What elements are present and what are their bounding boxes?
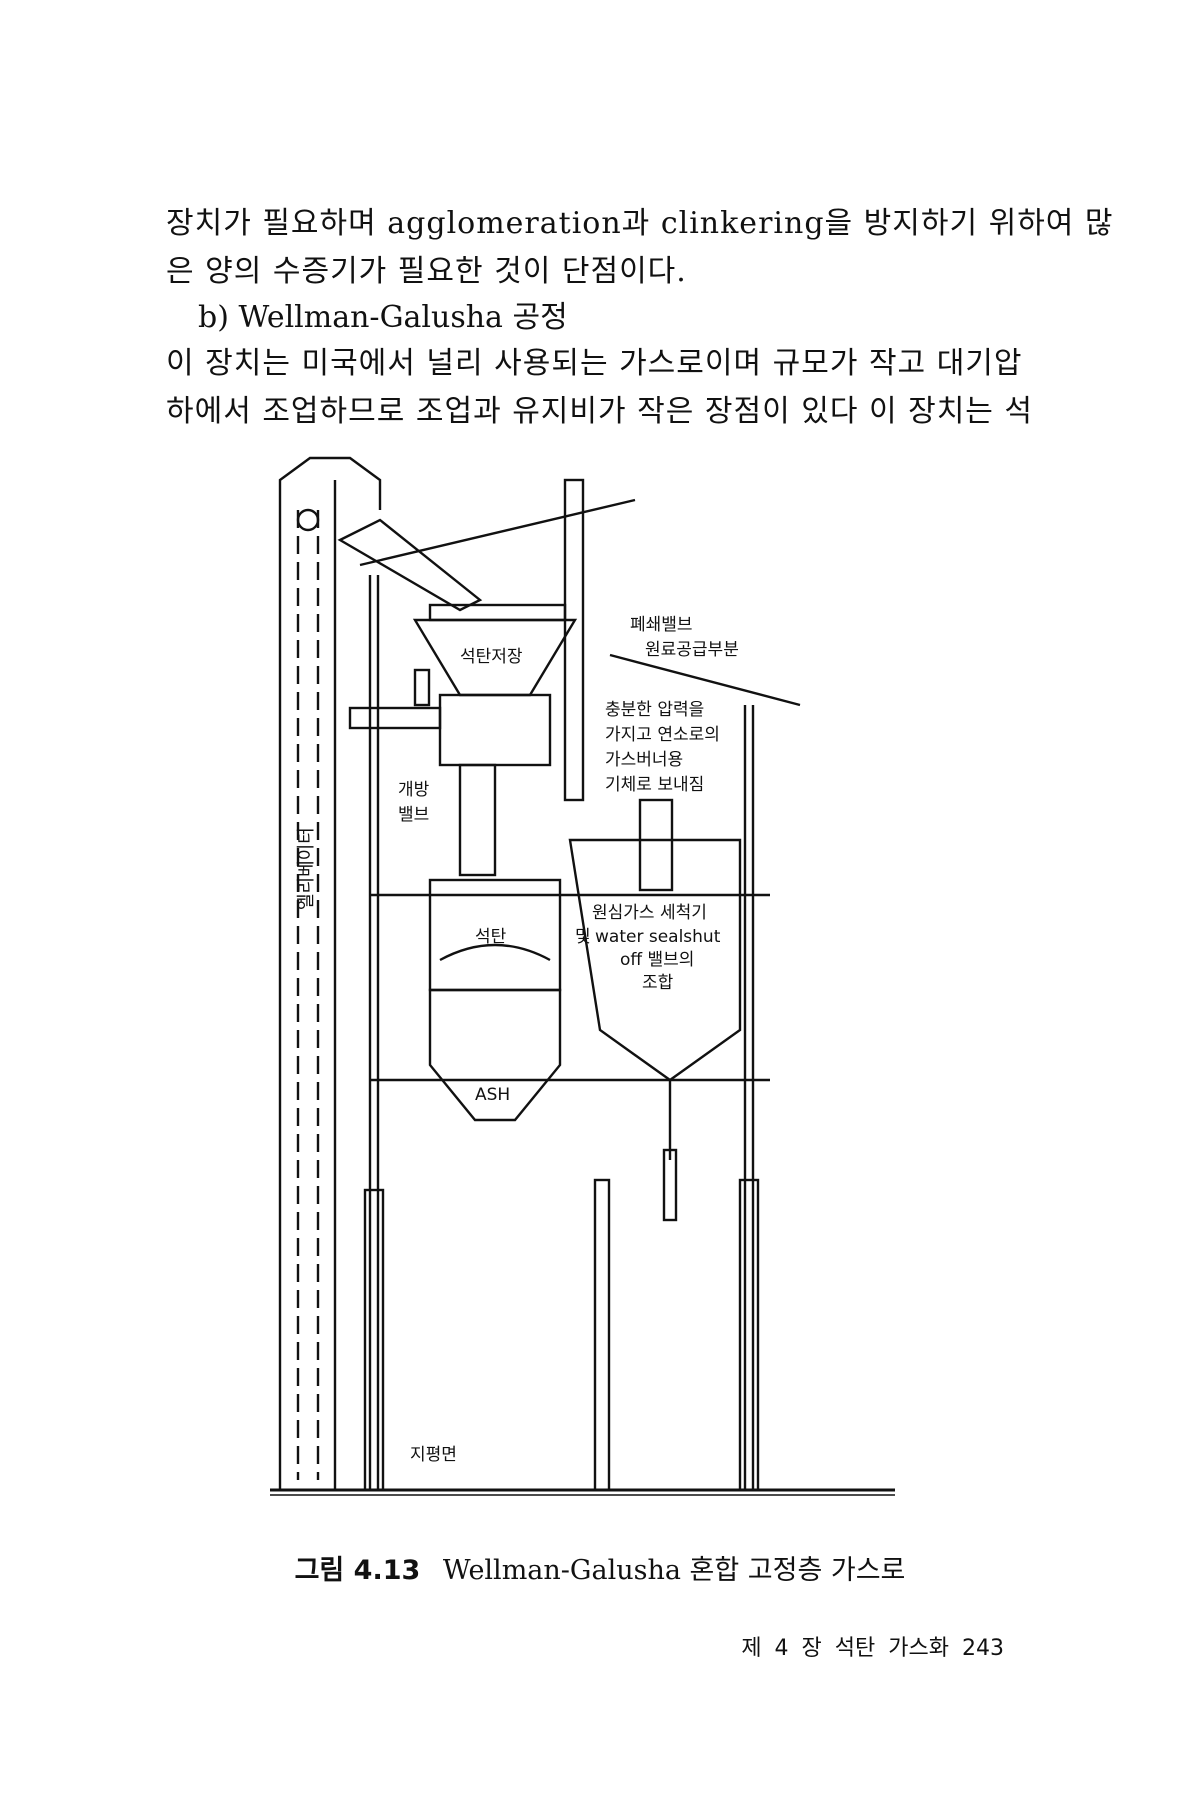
support-legs <box>363 1178 760 1492</box>
section-heading-b: b) Wellman-Galusha 공정 <box>198 300 568 335</box>
roof-line-right <box>609 653 801 707</box>
label-ash: ASH <box>475 1085 510 1105</box>
page-footer: 제 4 장 석탄 가스화 243 <box>741 1630 1004 1662</box>
label-note-2: 가지고 연소로의 <box>605 725 720 745</box>
bucket-elevator <box>278 456 382 1490</box>
label-coal-storage: 석탄저장 <box>460 647 523 667</box>
label-note-3: 가스버너용 <box>605 750 683 770</box>
label-coal: 석탄 <box>475 927 507 947</box>
vent-stack <box>563 478 585 802</box>
figure-title: Wellman-Galusha 혼합 고정층 가스로 <box>442 1555 906 1586</box>
label-ground: 지평면 <box>410 1445 457 1465</box>
paragraph-2: 이 장치는 미국에서 널리 사용되는 가스로이며 규모가 작고 대기압 하에서 … <box>166 340 1034 436</box>
label-note-4: 기체로 보내짐 <box>605 775 704 795</box>
paragraph-2-line-1: 이 장치는 미국에서 널리 사용되는 가스로이며 규모가 작고 대기압 <box>166 346 1023 381</box>
figure-caption: 그림 4.13 Wellman-Galusha 혼합 고정층 가스로 <box>0 1548 1200 1587</box>
figure-number: 그림 4.13 <box>294 1555 421 1586</box>
label-scrubber-1: 원심가스 세척기 <box>592 903 707 923</box>
footer-chapter: 제 4 장 <box>741 1636 822 1661</box>
paragraph-1: 장치가 필요하며 agglomeration과 clinkering을 방지하기… <box>166 200 1114 296</box>
label-closing-valve: 폐쇄밸브 <box>630 615 693 635</box>
counterweight <box>413 668 431 707</box>
label-scrubber-3: off 밸브의 <box>620 950 694 970</box>
label-scrubber-prefix: 및 <box>575 927 591 947</box>
paragraph-1-line-1: 장치가 필요하며 agglomeration과 clinkering을 방지하기… <box>166 206 1114 241</box>
gasifier-diagram: 석탄저장 폐쇄밸브 원료공급부분 충분한 압력을 가지고 연소로의 가스버너용 … <box>270 456 895 1496</box>
gas-scrubber <box>568 798 742 1222</box>
label-note-1: 충분한 압력을 <box>605 700 704 720</box>
label-feed-section: 원료공급부분 <box>645 640 739 660</box>
footer-section: 석탄 가스화 <box>834 1636 949 1661</box>
paragraph-1-line-2: 은 양의 수증기가 필요한 것이 단점이다. <box>166 254 687 289</box>
label-elevator: 엘리베이터 <box>296 827 317 910</box>
paragraph-2-line-2: 하에서 조업하므로 조업과 유지비가 작은 장점이 있다 이 장치는 석 <box>166 394 1034 429</box>
label-open-valve-1: 개방 <box>398 780 430 800</box>
page-number: 243 <box>962 1636 1004 1661</box>
label-scrubber-4: 조합 <box>642 973 674 993</box>
feed-chute <box>337 518 483 612</box>
label-open-valve-2: 밸브 <box>398 805 429 825</box>
outlet-pipe <box>348 706 442 730</box>
label-scrubber-2: water sealshut <box>595 927 721 947</box>
roof-line <box>359 498 636 567</box>
feed-chamber <box>438 693 552 767</box>
gasifier-vessel <box>428 763 562 1122</box>
